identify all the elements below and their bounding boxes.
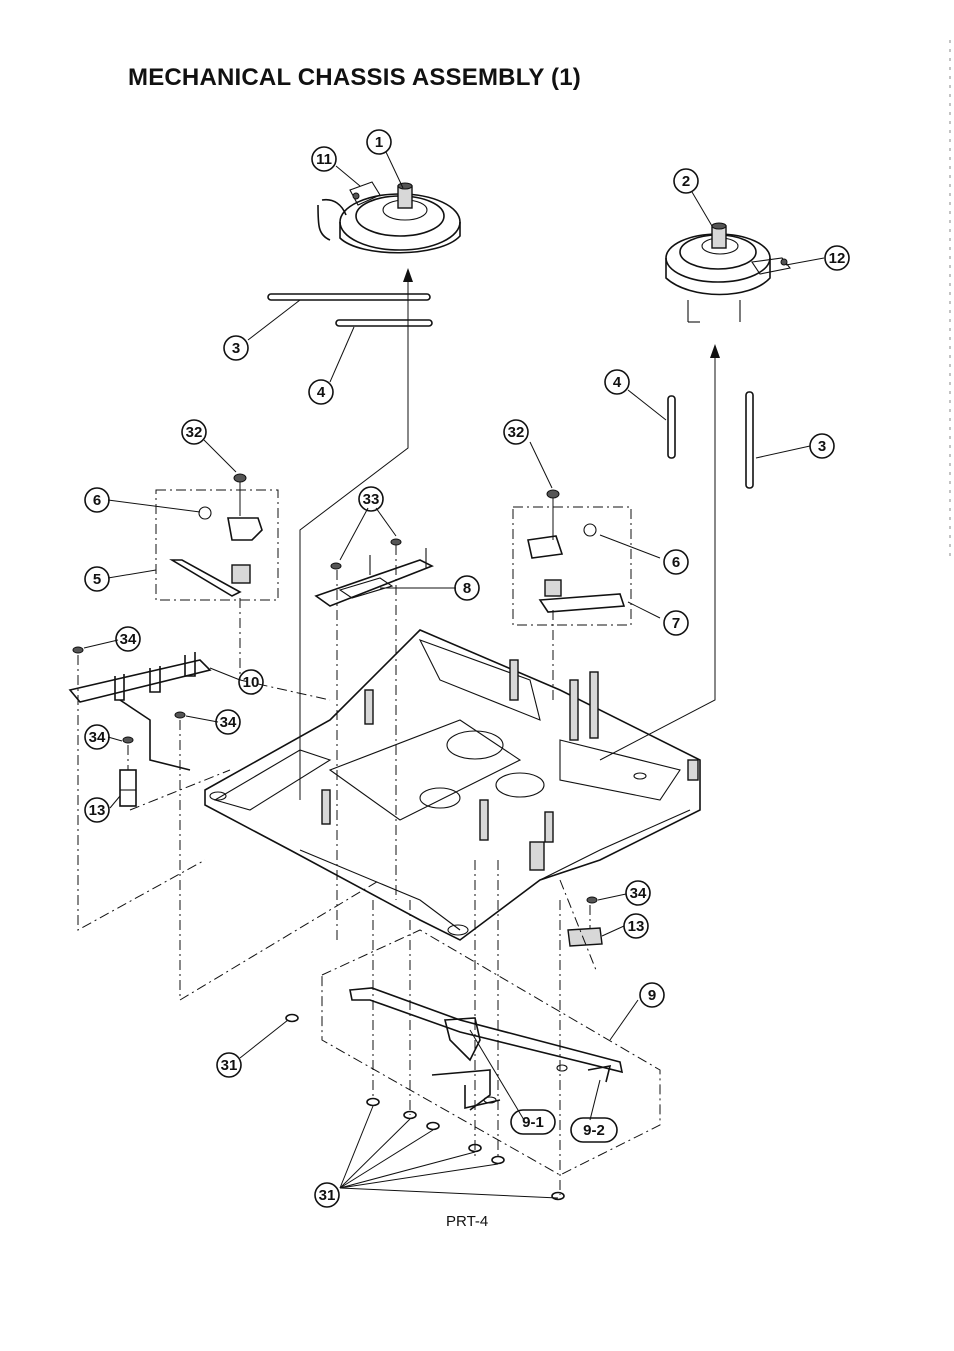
sub-assembly-box-left [155,473,279,601]
callout-5: 5 [84,566,110,592]
callout-2: 2 [673,168,699,194]
reel-table-supply [317,181,461,254]
shaft-3-right [745,391,754,489]
callout-31-lower: 31 [314,1182,340,1208]
svg-text:9: 9 [648,987,656,1004]
callout-11: 11 [311,146,337,172]
callout-32-right: 32 [503,419,529,445]
callout-12: 12 [824,245,850,271]
svg-text:9-2: 9-2 [583,1122,605,1139]
reel-table-takeup [665,222,791,323]
svg-text:32: 32 [186,424,203,441]
callout-31-upper: 31 [216,1052,242,1078]
page-title: MECHANICAL CHASSIS ASSEMBLY (1) [128,64,581,91]
callout-7: 7 [663,610,689,636]
callout-6-left: 6 [84,487,110,513]
svg-text:1: 1 [375,134,383,151]
svg-text:3: 3 [232,340,240,357]
washers-31 [285,1013,565,1201]
sub-assembly-box-right [512,489,632,626]
part-13-left [119,769,137,807]
callout-9-2: 9-2 [570,1117,618,1143]
callout-34-c: 34 [84,724,110,750]
svg-text:6: 6 [672,554,680,571]
callout-10: 10 [238,669,264,695]
callout-4-right: 4 [604,369,630,395]
svg-text:10: 10 [243,674,260,691]
svg-text:4: 4 [613,374,622,391]
svg-text:6: 6 [93,492,101,509]
svg-text:34: 34 [89,729,106,746]
svg-text:7: 7 [672,615,680,632]
callout-3-right: 3 [809,433,835,459]
callout-33: 33 [358,486,384,512]
svg-text:31: 31 [319,1187,336,1204]
main-chassis [204,629,701,941]
callout-34-d: 34 [625,880,651,906]
callout-32-left: 32 [181,419,207,445]
callout-1: 1 [366,129,392,155]
assembly-guide-lines [77,545,597,1195]
svg-text:4: 4 [317,384,326,401]
svg-text:11: 11 [316,151,332,168]
guide-line-supply [299,280,409,800]
belt-4-left [335,319,433,327]
leader-lines [83,151,825,1199]
svg-text:32: 32 [508,424,525,441]
shaft-4-right [667,395,676,459]
belt-3-left [267,293,431,301]
svg-text:34: 34 [120,631,137,648]
callout-6-right: 6 [663,549,689,575]
svg-text:8: 8 [463,580,471,597]
arrow-up-icon [403,268,413,282]
callout-8: 8 [454,575,480,601]
svg-text:5: 5 [93,571,101,588]
part-13-right [567,896,603,947]
svg-text:13: 13 [89,802,106,819]
slider-part-8 [314,538,434,607]
svg-text:31: 31 [221,1057,238,1074]
callout-13-right: 13 [623,913,649,939]
svg-text:9-1: 9-1 [522,1114,544,1131]
callout-13-left: 13 [84,797,110,823]
arrow-up-icon [710,344,720,358]
callout-9: 9 [639,982,665,1008]
svg-text:33: 33 [363,491,380,508]
callout-9-1: 9-1 [510,1109,556,1135]
callout-4-left: 4 [308,379,334,405]
bottom-plate-part-9 [321,929,661,1176]
bracket-part-10 [68,646,212,771]
svg-text:34: 34 [220,714,237,731]
svg-text:34: 34 [630,885,647,902]
svg-text:13: 13 [628,918,645,935]
svg-text:12: 12 [829,250,846,267]
callout-3-left: 3 [223,335,249,361]
page-number: PRT-4 [446,1213,489,1230]
svg-text:3: 3 [818,438,826,455]
svg-text:2: 2 [682,173,690,190]
guide-line-takeup [599,358,716,761]
callout-34-b: 34 [215,709,241,735]
callout-34-a: 34 [115,626,141,652]
